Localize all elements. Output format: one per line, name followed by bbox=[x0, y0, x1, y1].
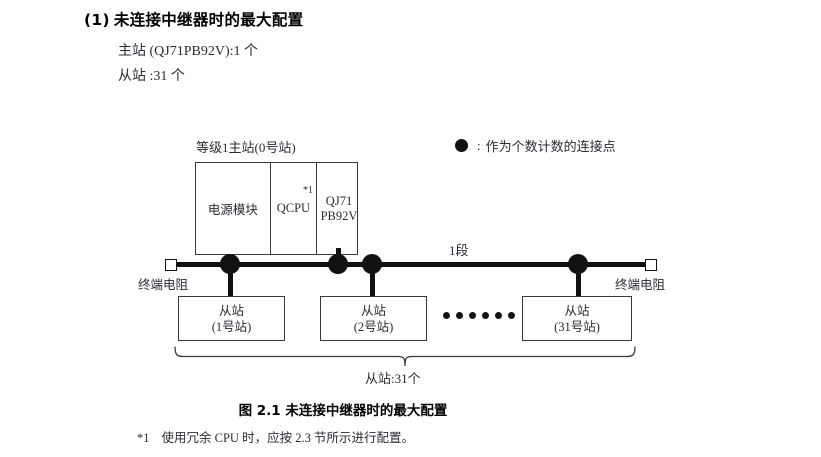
bus-trunk-line bbox=[171, 262, 649, 267]
slave-station-number: (2号站) bbox=[353, 319, 394, 334]
ellipsis-dot bbox=[456, 312, 463, 319]
connection-point-dot bbox=[220, 254, 240, 274]
segment-label: 1段 bbox=[449, 243, 469, 258]
ellipsis-dot bbox=[469, 312, 476, 319]
footnote: *1 使用冗余 CPU 时，应按 2.3 节所示进行配置。 bbox=[137, 427, 414, 446]
network-module-label-line2: PB92V bbox=[320, 208, 358, 223]
network-module-label-line1: QJ71 bbox=[325, 193, 353, 208]
power-supply-module-label: 电源模块 bbox=[207, 203, 258, 217]
slave-31-drop-line bbox=[576, 262, 581, 297]
master-station-box: 电源模块 QCPU *1 QJ71 PB92V bbox=[195, 162, 358, 255]
master-station-label: 等级1主站(0号站) bbox=[196, 140, 296, 155]
footnote-marker: *1 bbox=[303, 185, 313, 196]
connection-point-dot bbox=[328, 254, 348, 274]
slave-station-box: 从站 (2号站) bbox=[320, 296, 427, 341]
slave-count-label: 从站:31个 bbox=[365, 371, 421, 386]
ellipsis-dot bbox=[495, 312, 502, 319]
legend-colon: : bbox=[477, 137, 481, 153]
connection-point-dot bbox=[362, 254, 382, 274]
slave-count-brace bbox=[174, 346, 636, 367]
legend-label: 作为个数计数的连接点 bbox=[485, 139, 616, 154]
slave-station-box: 从站 (31号站) bbox=[522, 296, 632, 341]
footnote-text: 使用冗余 CPU 时，应按 2.3 节所示进行配置。 bbox=[161, 431, 414, 445]
ellipsis-dot bbox=[443, 312, 450, 319]
cpu-module-cell: QCPU *1 bbox=[271, 163, 317, 254]
slave-station-number: (31号站) bbox=[554, 319, 600, 334]
ellipsis-dot bbox=[508, 312, 515, 319]
ellipsis-dots-icon bbox=[443, 312, 515, 319]
figure-caption: 图 2.1 未连接中继器时的最大配置 bbox=[238, 403, 448, 419]
slave-station-box: 从站 (1号站) bbox=[178, 296, 285, 341]
legend: : 作为个数计数的连接点 bbox=[455, 136, 616, 155]
slave-station-title: 从站 bbox=[360, 303, 386, 318]
spec-line-slave: 从站 :31 个 bbox=[118, 69, 185, 84]
terminating-resistor-right-icon bbox=[645, 258, 657, 271]
power-supply-module-cell: 电源模块 bbox=[196, 163, 271, 254]
section-number: (1) bbox=[84, 11, 110, 29]
ellipsis-dot bbox=[482, 312, 489, 319]
connection-point-dot bbox=[568, 254, 588, 274]
terminating-resistor-right-label: 终端电阻 bbox=[615, 278, 666, 292]
section-title: 未连接中继器时的最大配置 bbox=[113, 11, 304, 29]
footnote-mark: *1 bbox=[137, 431, 150, 445]
slave-2-drop-line bbox=[370, 262, 375, 297]
slave-1-drop-line bbox=[228, 262, 233, 297]
section-heading: (1)未连接中继器时的最大配置 bbox=[84, 8, 303, 30]
network-module-cell: QJ71 PB92V bbox=[317, 163, 358, 254]
filled-circle-icon bbox=[455, 139, 468, 152]
slave-station-title: 从站 bbox=[564, 303, 590, 318]
slave-station-number: (1号站) bbox=[211, 319, 252, 334]
slave-station-title: 从站 bbox=[218, 303, 244, 318]
terminating-resistor-left-label: 终端电阻 bbox=[138, 278, 189, 292]
cpu-module-label: QCPU bbox=[276, 201, 311, 215]
terminating-resistor-left-icon bbox=[165, 258, 177, 271]
spec-line-master: 主站 (QJ71PB92V):1 个 bbox=[118, 44, 259, 59]
